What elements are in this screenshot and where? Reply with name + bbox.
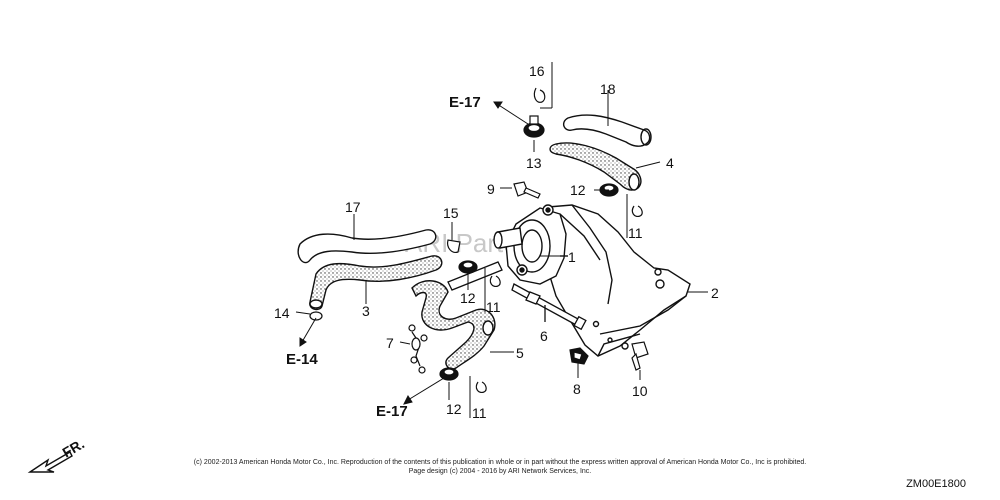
callout-3[interactable]: 3 xyxy=(362,303,370,319)
clip-11-lower[interactable] xyxy=(469,376,487,418)
pipe-to-pump xyxy=(447,261,503,291)
callout-5[interactable]: 5 xyxy=(516,345,524,361)
callout-12-upper[interactable]: 12 xyxy=(570,182,586,198)
part-18-hose[interactable] xyxy=(562,90,652,147)
part-8-clip[interactable] xyxy=(569,347,589,378)
part-3-hose[interactable] xyxy=(309,255,443,311)
callout-15[interactable]: 15 xyxy=(443,205,459,221)
callout-13[interactable]: 13 xyxy=(526,155,542,171)
part-1-pump[interactable] xyxy=(493,204,568,285)
callout-10[interactable]: 10 xyxy=(632,383,648,399)
callout-1[interactable]: 1 xyxy=(568,249,576,265)
part-14-fitting[interactable] xyxy=(295,311,323,321)
part-9-bolt[interactable] xyxy=(500,181,541,199)
clip-11-upper[interactable] xyxy=(626,194,643,238)
callout-12-middle[interactable]: 12 xyxy=(460,290,476,306)
callout-17[interactable]: 17 xyxy=(345,199,361,215)
part-2-housing[interactable] xyxy=(543,204,691,357)
reference-labels: E-17 E-14 E-17 xyxy=(286,94,481,420)
callout-7[interactable]: 7 xyxy=(386,335,394,351)
callout-9[interactable]: 9 xyxy=(487,181,495,197)
ref-e14[interactable]: E-14 xyxy=(286,351,318,368)
clamp-12-lower[interactable] xyxy=(439,367,459,381)
part-6-bolt[interactable] xyxy=(511,283,587,331)
callout-16[interactable]: 16 xyxy=(529,63,545,79)
clip-11-middle[interactable] xyxy=(484,268,501,312)
callout-11-lower[interactable]: 11 xyxy=(472,405,487,421)
callout-12-lower[interactable]: 12 xyxy=(446,401,462,417)
ref-arrows xyxy=(299,101,529,405)
callout-14[interactable]: 14 xyxy=(274,305,290,321)
part-5-hose[interactable] xyxy=(411,280,514,370)
callout-18[interactable]: 18 xyxy=(600,81,616,97)
part-17-hose[interactable] xyxy=(297,214,437,264)
callout-6[interactable]: 6 xyxy=(540,328,548,344)
clip-16[interactable] xyxy=(533,62,553,109)
copyright-line-1: (c) 2002-2013 American Honda Motor Co., … xyxy=(193,459,807,466)
diagram-code: ZM00E1800 xyxy=(906,478,966,490)
callout-11-upper[interactable]: 11 xyxy=(628,225,643,241)
part-10-bolt[interactable] xyxy=(631,341,649,380)
ref-e17-bottom[interactable]: E-17 xyxy=(376,403,408,420)
clamp-13[interactable] xyxy=(523,115,545,138)
part-7-joint[interactable] xyxy=(399,324,428,374)
clamp-12-middle[interactable] xyxy=(458,260,478,274)
callout-2[interactable]: 2 xyxy=(711,285,719,301)
ref-e17-top[interactable]: E-17 xyxy=(449,94,481,111)
part-4-hose[interactable] xyxy=(549,142,661,191)
callouts: 1 2 3 4 5 6 7 8 9 10 11 11 11 12 12 12 1… xyxy=(274,63,719,421)
callout-8[interactable]: 8 xyxy=(573,381,581,397)
callout-11-middle[interactable]: 11 xyxy=(486,299,501,315)
callout-4[interactable]: 4 xyxy=(666,155,674,171)
copyright-line-2: Page design (c) 2004 - 2016 by ARI Netwo… xyxy=(408,468,592,475)
leader-lines xyxy=(448,140,708,400)
clip-15[interactable] xyxy=(447,222,461,253)
